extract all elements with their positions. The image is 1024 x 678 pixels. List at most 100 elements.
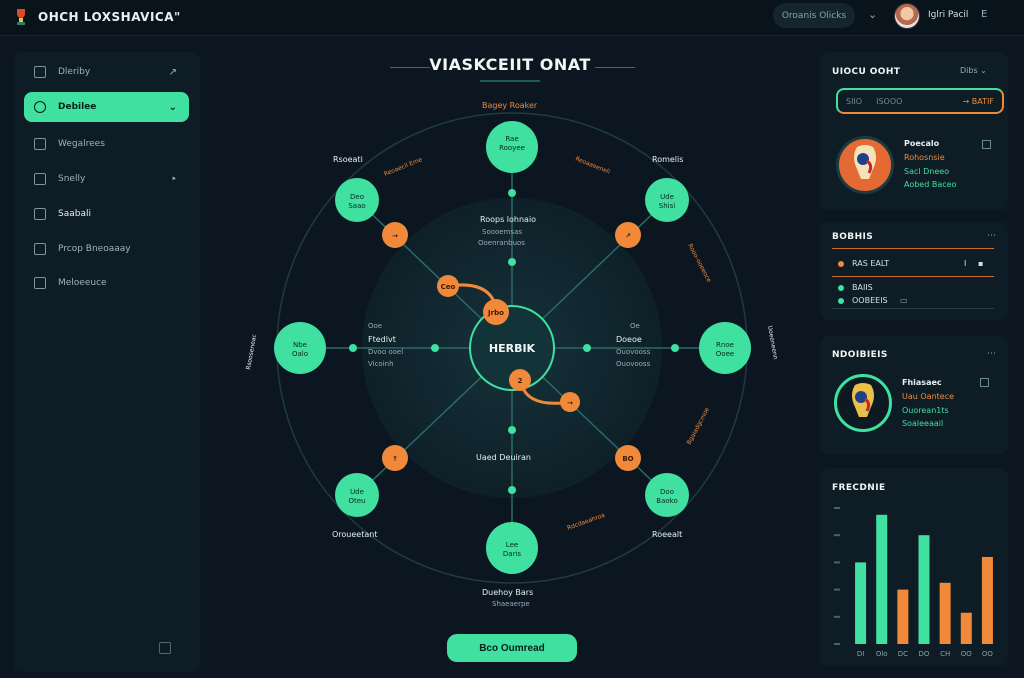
node-bottom[interactable] bbox=[486, 522, 538, 574]
orange-node-label: BO bbox=[622, 455, 633, 463]
right-mid-sub: Ouovooss bbox=[616, 360, 651, 368]
node-bottom-right[interactable] bbox=[645, 473, 689, 517]
sidebar: Dleriby ↗ Debilee ⌄ Wegalrees Snelly ‣ S… bbox=[14, 52, 200, 672]
status-dot-icon bbox=[838, 298, 844, 304]
status-dot-icon bbox=[838, 285, 844, 291]
bar[interactable] bbox=[918, 535, 930, 644]
user-name: Iglri Pacil bbox=[928, 10, 969, 20]
sidebar-item-5[interactable]: Prcop Bneoaaay bbox=[24, 234, 189, 264]
orange-node[interactable] bbox=[382, 222, 408, 248]
trophy-icon bbox=[34, 173, 46, 185]
orange-node[interactable] bbox=[560, 392, 580, 412]
node-top-left[interactable] bbox=[335, 178, 379, 222]
card-line: Soaleeaail bbox=[902, 419, 944, 428]
card-name: Poecalo bbox=[904, 139, 940, 148]
trophy-logo-icon bbox=[17, 9, 25, 25]
sidebar-item-label: Debilee bbox=[58, 102, 97, 112]
bar-left: SIIO bbox=[846, 96, 863, 106]
sidebar-item-3[interactable]: Snelly ‣ bbox=[24, 164, 189, 194]
panel-title: BOBHIS bbox=[832, 232, 874, 242]
row-label: OOBEEIS bbox=[852, 296, 888, 305]
orange-node[interactable] bbox=[615, 222, 641, 248]
bar[interactable] bbox=[981, 556, 993, 644]
progress-bar[interactable]: SIIO ISOOO → BATIF bbox=[836, 88, 1004, 114]
bar[interactable] bbox=[939, 582, 951, 644]
sidebar-item-1[interactable]: Debilee ⌄ bbox=[24, 92, 189, 122]
pointer-icon: ‣ bbox=[171, 173, 177, 185]
sidebar-item-2[interactable]: Wegalrees bbox=[24, 129, 189, 159]
globe-icon bbox=[34, 243, 46, 255]
hub-label: HERBIK bbox=[489, 342, 536, 355]
card-name: Fhiasaec bbox=[902, 378, 942, 387]
sidebar-item-6[interactable]: Meloeeuce bbox=[24, 268, 189, 298]
card-line: Rohosnsie bbox=[904, 153, 945, 162]
x-tick-label: Olo bbox=[876, 650, 888, 658]
node-bottom-left[interactable] bbox=[335, 473, 379, 517]
collapse-icon[interactable] bbox=[159, 642, 171, 654]
chart-icon bbox=[34, 138, 46, 150]
orange-node[interactable] bbox=[615, 445, 641, 471]
sidebar-item-label: Dleriby bbox=[58, 67, 91, 77]
bar-mid: ISOOO bbox=[876, 96, 903, 106]
profile-panel: UIOCU OOHT Dibs ⌄ SIIO ISOOO → BATIF Poe… bbox=[820, 52, 1008, 210]
chevron-down-icon: ⌄ bbox=[168, 101, 177, 113]
sidebar-item-4[interactable]: Saabali bbox=[24, 199, 189, 229]
lower-center-label: Uaed Deuiran bbox=[476, 453, 531, 462]
sidebar-item-label: Saabali bbox=[58, 209, 91, 219]
filter-label: Dibs bbox=[960, 66, 978, 75]
sidebar-item-0[interactable]: Dleriby ↗ bbox=[24, 57, 189, 87]
orange-node[interactable] bbox=[382, 445, 408, 471]
more-icon[interactable]: ⋯ bbox=[987, 231, 996, 241]
search-pill[interactable]: Oroanis Olicks bbox=[773, 3, 855, 28]
trophy-emblem-icon bbox=[836, 136, 894, 194]
arrow-icon: ↗ bbox=[168, 66, 177, 78]
flag-icon[interactable] bbox=[982, 140, 991, 149]
orange-node-label: → bbox=[392, 232, 398, 240]
bottom-sub: Shaeaerpe bbox=[492, 600, 530, 608]
orange-node[interactable] bbox=[509, 369, 531, 391]
orange-node[interactable] bbox=[483, 299, 509, 325]
lock-icon[interactable]: ▪ bbox=[978, 259, 984, 268]
node-top-right[interactable] bbox=[645, 178, 689, 222]
card-line: Aobed Baceo bbox=[904, 180, 957, 189]
bar[interactable] bbox=[855, 562, 867, 644]
bar[interactable] bbox=[897, 589, 909, 644]
cta-button[interactable]: Bco Oumread bbox=[447, 634, 577, 662]
hub-node[interactable] bbox=[469, 305, 555, 391]
row-label: BAIIS bbox=[852, 283, 873, 292]
user-badge[interactable]: E bbox=[981, 9, 988, 20]
orange-node-label: ↗ bbox=[625, 232, 631, 240]
green-nodes bbox=[274, 121, 751, 574]
target-icon bbox=[34, 101, 46, 113]
bar-right: → BATIF bbox=[962, 96, 994, 106]
orange-node[interactable] bbox=[437, 275, 459, 297]
top-label: Bagey Roaker bbox=[482, 101, 538, 110]
top-bar: OHCH LOXSHAVICA" Oroanis Olicks ⌄ Iglri … bbox=[0, 0, 1024, 36]
bar[interactable] bbox=[876, 514, 888, 644]
bottom-label: Duehoy Bars bbox=[482, 588, 533, 597]
title-divider-right bbox=[595, 67, 635, 68]
flag-icon[interactable] bbox=[980, 378, 989, 387]
node-right[interactable] bbox=[699, 322, 751, 374]
node-left[interactable] bbox=[274, 322, 326, 374]
sidebar-item-label: Wegalrees bbox=[58, 139, 105, 149]
filter-dropdown[interactable]: Dibs ⌄ bbox=[960, 66, 987, 75]
node-top[interactable] bbox=[486, 121, 538, 173]
chevron-down-icon[interactable]: ⌄ bbox=[868, 8, 878, 21]
status-dot-icon bbox=[838, 261, 844, 267]
bar[interactable] bbox=[960, 612, 972, 644]
y-tick bbox=[834, 534, 840, 537]
outer-label: Rsoeati bbox=[333, 155, 363, 164]
right-mid-tag: Oe bbox=[630, 322, 640, 330]
left-mid-sub: Dvoo ooel bbox=[368, 348, 403, 356]
orange-node-label: Ceo bbox=[441, 283, 456, 291]
outer-label: Romelis bbox=[652, 155, 683, 164]
outer-label: Oroueetant bbox=[332, 530, 377, 539]
avatar[interactable] bbox=[894, 3, 920, 29]
card-line: Ouorean1ts bbox=[902, 406, 949, 415]
more-icon[interactable]: ⋯ bbox=[987, 349, 996, 359]
y-tick bbox=[834, 507, 840, 509]
panel-title: UIOCU OOHT bbox=[832, 67, 901, 77]
